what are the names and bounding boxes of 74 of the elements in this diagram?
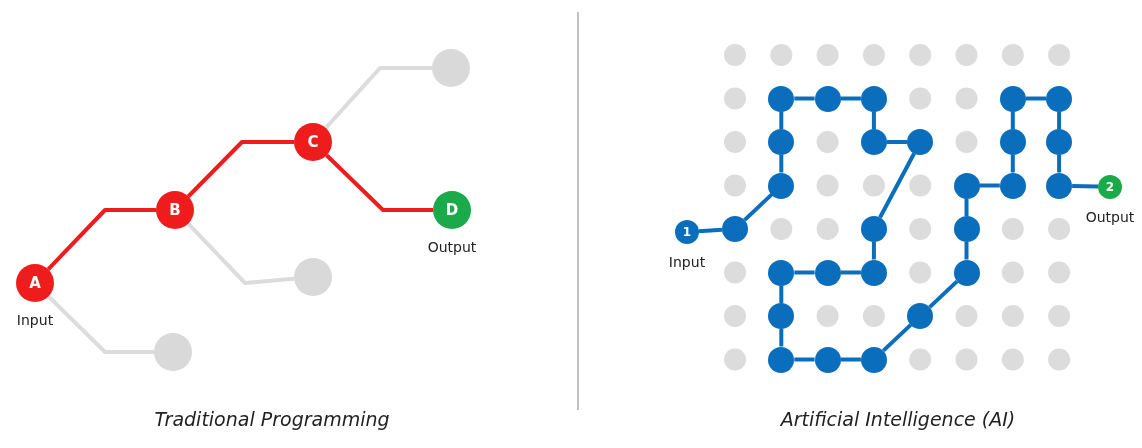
empty-circle-node	[860, 129, 887, 155]
empty-circle-node	[860, 85, 887, 112]
connector-line	[886, 140, 908, 144]
connector-line	[964, 198, 969, 216]
circle-node: B	[156, 191, 194, 229]
connector-line	[964, 242, 969, 260]
empty-circle-node	[814, 259, 841, 286]
connector-line	[186, 140, 294, 198]
node-caption: Output	[427, 239, 477, 255]
circle-node: C	[294, 123, 332, 161]
empty-circle-node	[1046, 129, 1073, 155]
connector-line	[186, 222, 295, 285]
connector-line	[1072, 183, 1099, 189]
empty-circle-node	[907, 303, 934, 329]
connector-line	[47, 294, 154, 354]
connector-line	[928, 279, 959, 309]
connector-line	[1025, 96, 1047, 101]
circle-node: A	[16, 264, 54, 302]
empty-circle-node	[999, 85, 1026, 112]
connector-line	[779, 329, 784, 347]
empty-circle-node	[768, 129, 795, 155]
empty-circle-node	[432, 49, 470, 87]
connector-line	[46, 208, 156, 271]
connector-line	[794, 357, 815, 362]
connector-line	[325, 153, 433, 212]
connector-line	[1010, 155, 1015, 173]
empty-circle-node	[768, 85, 795, 112]
empty-circle-node	[768, 346, 795, 373]
connector-line	[779, 285, 784, 303]
empty-circle-node	[154, 333, 192, 371]
connector-line	[840, 96, 861, 101]
empty-circle-node	[860, 259, 887, 286]
connector-line	[871, 111, 876, 129]
empty-circle-node	[722, 216, 748, 242]
connector-line	[779, 155, 784, 173]
connector-line	[794, 96, 815, 101]
circle-node: 2	[1098, 175, 1122, 199]
connector-line	[1010, 111, 1015, 129]
panel-caption: Traditional Programming	[154, 408, 390, 430]
empty-circle-node	[953, 216, 980, 242]
empty-circle-node	[953, 172, 980, 199]
node-caption: Input	[668, 254, 706, 270]
circle-node: D	[433, 191, 471, 229]
empty-circle-node	[1046, 85, 1073, 112]
empty-circle-node	[768, 259, 795, 286]
circle-node: 1	[675, 220, 699, 244]
empty-circle-node	[814, 346, 841, 373]
connector-line	[743, 192, 774, 222]
empty-circle-node	[999, 172, 1026, 199]
connector-line	[840, 270, 861, 275]
empty-circle-node	[860, 346, 887, 373]
empty-circle-node	[999, 129, 1026, 155]
empty-circle-node	[768, 303, 795, 329]
panel-caption: Artificial Intelligence (AI)	[780, 408, 1016, 430]
empty-circle-node	[860, 216, 887, 242]
empty-circle-node	[907, 129, 934, 155]
connector-line	[840, 357, 861, 362]
connector-line	[1057, 155, 1062, 173]
empty-circle-node	[294, 258, 332, 296]
connector-line	[698, 227, 723, 234]
connector-line	[1057, 111, 1062, 129]
node-caption: Output	[1085, 209, 1135, 225]
connector-line	[878, 152, 916, 219]
connector-line	[794, 270, 815, 275]
empty-circle-node	[814, 85, 841, 112]
empty-circle-node	[953, 259, 980, 286]
connector-line	[871, 242, 876, 260]
connector-line	[979, 183, 1000, 188]
empty-circle-node	[1046, 172, 1073, 199]
connector-line	[882, 323, 913, 353]
connector-line	[324, 66, 432, 130]
node-caption: Input	[16, 312, 54, 328]
connector-line	[779, 111, 784, 129]
empty-circle-node	[768, 172, 795, 199]
